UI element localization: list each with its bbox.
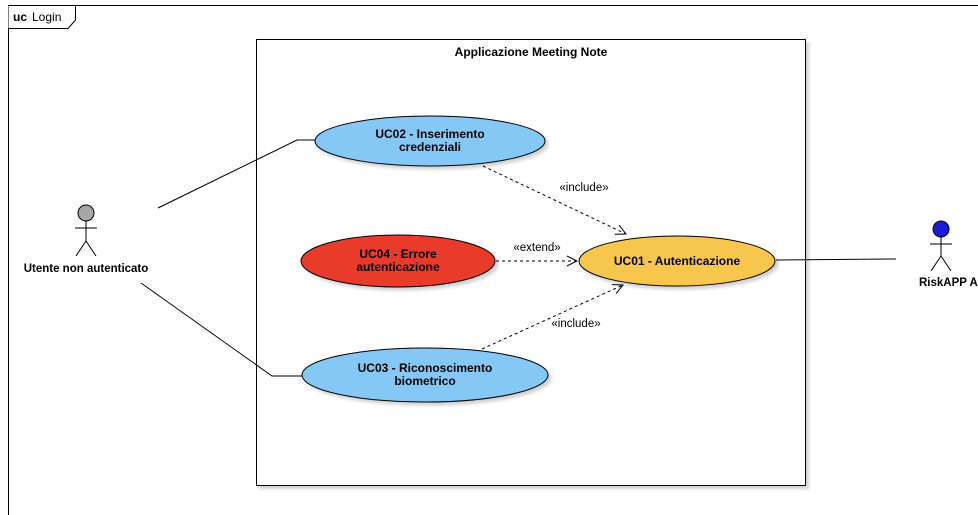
use-case-uc02-line2: credenziali: [399, 140, 461, 154]
dependencies: [481, 165, 626, 350]
include-label-bottom: «include»: [551, 318, 600, 330]
actor-user-name: Utente non autenticato: [24, 263, 149, 275]
extend-label: «extend»: [513, 242, 560, 254]
frame-keyword: uc: [13, 10, 27, 24]
use-case-uc04-ellipse: [300, 234, 496, 288]
system-title: Applicazione Meeting Note: [455, 45, 608, 59]
use-case-uc01[interactable]: UC01 - Autenticazione: [578, 235, 776, 287]
include-label-top: «include»: [559, 182, 608, 194]
actor-api[interactable]: RiskAPP API: [919, 220, 978, 289]
actor-user-head: [77, 204, 95, 222]
use-case-uc01-ellipse: [578, 235, 776, 287]
use-case-uc04[interactable]: UC04 - Errore autenticazione: [300, 234, 496, 288]
use-case-uc03-line2: biometrico: [394, 374, 455, 388]
actor-api-icon: [930, 220, 952, 272]
use-case-uc03-line1: UC03 - Riconoscimento: [358, 361, 493, 375]
use-case-uc04-line1: UC04 - Errore: [359, 247, 437, 261]
association-uc01-api: [775, 258, 897, 261]
include-uc02-uc01: [482, 165, 626, 234]
frame-name: Login: [32, 10, 61, 24]
use-case-uc02-line1: UC02 - Inserimento: [375, 127, 484, 141]
actor-user-icon: [75, 204, 97, 257]
uml-frame: uc Login: [8, 5, 978, 515]
use-case-uc02[interactable]: UC02 - Inserimento credenziali: [314, 115, 546, 167]
use-case-uc02-ellipse: [314, 115, 546, 167]
association-user-uc02: [157, 139, 316, 209]
use-case-uc03[interactable]: UC03 - Riconoscimento biometrico: [301, 347, 549, 403]
use-case-uc01-label: UC01 - Autenticazione: [614, 254, 741, 268]
frame-tab: [8, 5, 76, 29]
actor-api-head: [932, 220, 950, 238]
use-case-uc03-ellipse: [301, 347, 549, 403]
actor-user[interactable]: Utente non autenticato: [24, 204, 149, 275]
associations: [140, 139, 897, 377]
include-uc03-uc01: [481, 285, 623, 350]
association-user-uc03: [140, 282, 302, 377]
actor-api-name: RiskAPP API: [919, 277, 978, 289]
use-case-uc04-line2: autenticazione: [356, 260, 440, 274]
